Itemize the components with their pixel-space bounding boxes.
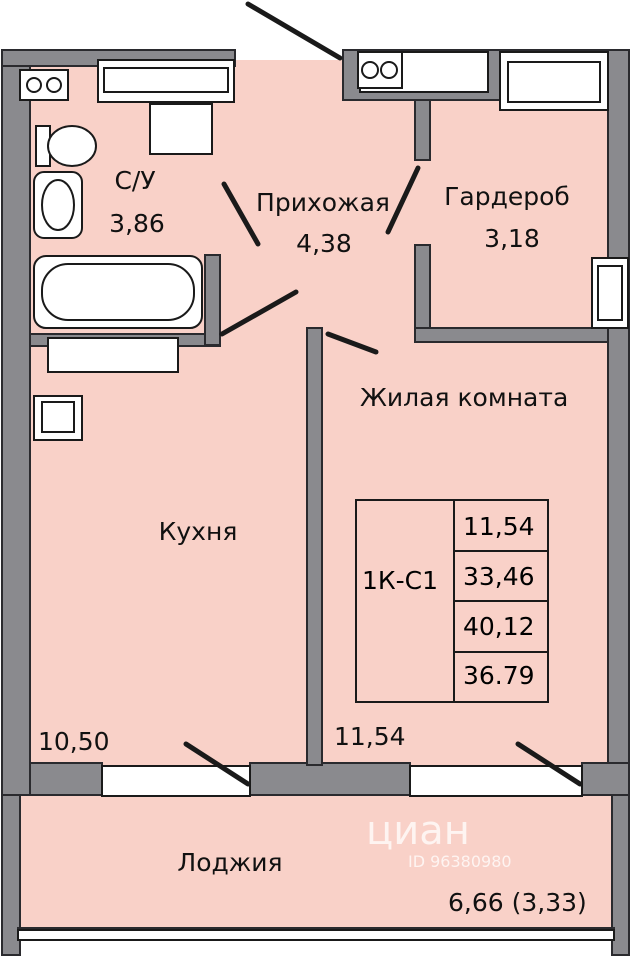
hallway-label: Прихожая (256, 188, 390, 217)
living-floor (318, 330, 608, 765)
burner-1 (26, 77, 42, 93)
burner-3 (361, 61, 379, 79)
bathtub-inner (41, 263, 195, 321)
living-label: Жилая комната (360, 383, 569, 412)
kitchen-counter (47, 337, 179, 373)
wall-wardrobe-left-top (414, 99, 431, 161)
apartment-code: 1К-С1 (362, 566, 439, 595)
wall-wardrobe-bottom (414, 327, 609, 343)
kitchen-area: 10,50 (38, 727, 110, 756)
summary-value-1: 11,54 (463, 512, 535, 541)
kitchen-label: Кухня (158, 517, 238, 546)
kitchen-sink-bowl (41, 401, 75, 433)
wardrobe-label: Гардероб (444, 182, 570, 211)
summary-value-4: 36.79 (463, 661, 535, 690)
bathroom-label: С/У (114, 166, 156, 195)
hallway-floor (215, 60, 420, 340)
windows (17, 51, 629, 941)
summary-table-frame (355, 499, 549, 703)
wall-outer-left (1, 49, 31, 796)
hallway-door-left (221, 181, 261, 247)
wall-loggia-right (611, 794, 630, 956)
toilet-bowl (47, 125, 97, 167)
wall-bath-right-stub (204, 254, 221, 346)
living-balcony-door (515, 741, 583, 787)
floor-areas (18, 60, 614, 930)
burner-2 (46, 77, 62, 93)
hallway-area: 4,38 (296, 229, 352, 258)
bathroom-area: 3,86 (109, 209, 165, 238)
entrance-door (245, 1, 343, 61)
living-door (325, 331, 379, 355)
wardrobe-area: 3,18 (484, 224, 540, 253)
doors (183, 1, 583, 787)
summary-value-2: 33,46 (463, 562, 535, 591)
window-top-wardrobe-inner (507, 61, 601, 103)
washbasin-bowl (41, 179, 75, 231)
kitchen-balcony-door (183, 741, 251, 787)
bath-door (219, 289, 299, 337)
wall-kitchen-living (306, 327, 323, 766)
wall-middle-bottom (249, 762, 411, 796)
fixtures (19, 51, 403, 441)
summary-value-3: 40,12 (463, 612, 535, 641)
washing-machine (149, 103, 213, 155)
burner-4 (380, 61, 398, 79)
wall-loggia-left (1, 794, 21, 956)
wall-right-bottom (581, 762, 630, 796)
window-loggia-glazing (17, 929, 615, 941)
loggia-floor (18, 795, 614, 930)
window-living-bottom (409, 765, 583, 797)
window-right-inner (597, 265, 623, 321)
loggia-label: Лоджия (177, 848, 283, 877)
watermark-brand: циан (366, 808, 470, 854)
wardrobe-floor (420, 100, 608, 330)
wardrobe-door (385, 165, 421, 235)
wall-outer-right (607, 49, 630, 766)
wall-kitchen-bottom-left (29, 762, 103, 796)
watermark-id: ID 96380980 (408, 852, 512, 871)
living-area: 11,54 (334, 722, 406, 751)
window-top-bath-inner (103, 67, 229, 93)
loggia-area: 6,66 (3,33) (448, 888, 587, 917)
wall-wardrobe-left-bottom (414, 244, 431, 341)
